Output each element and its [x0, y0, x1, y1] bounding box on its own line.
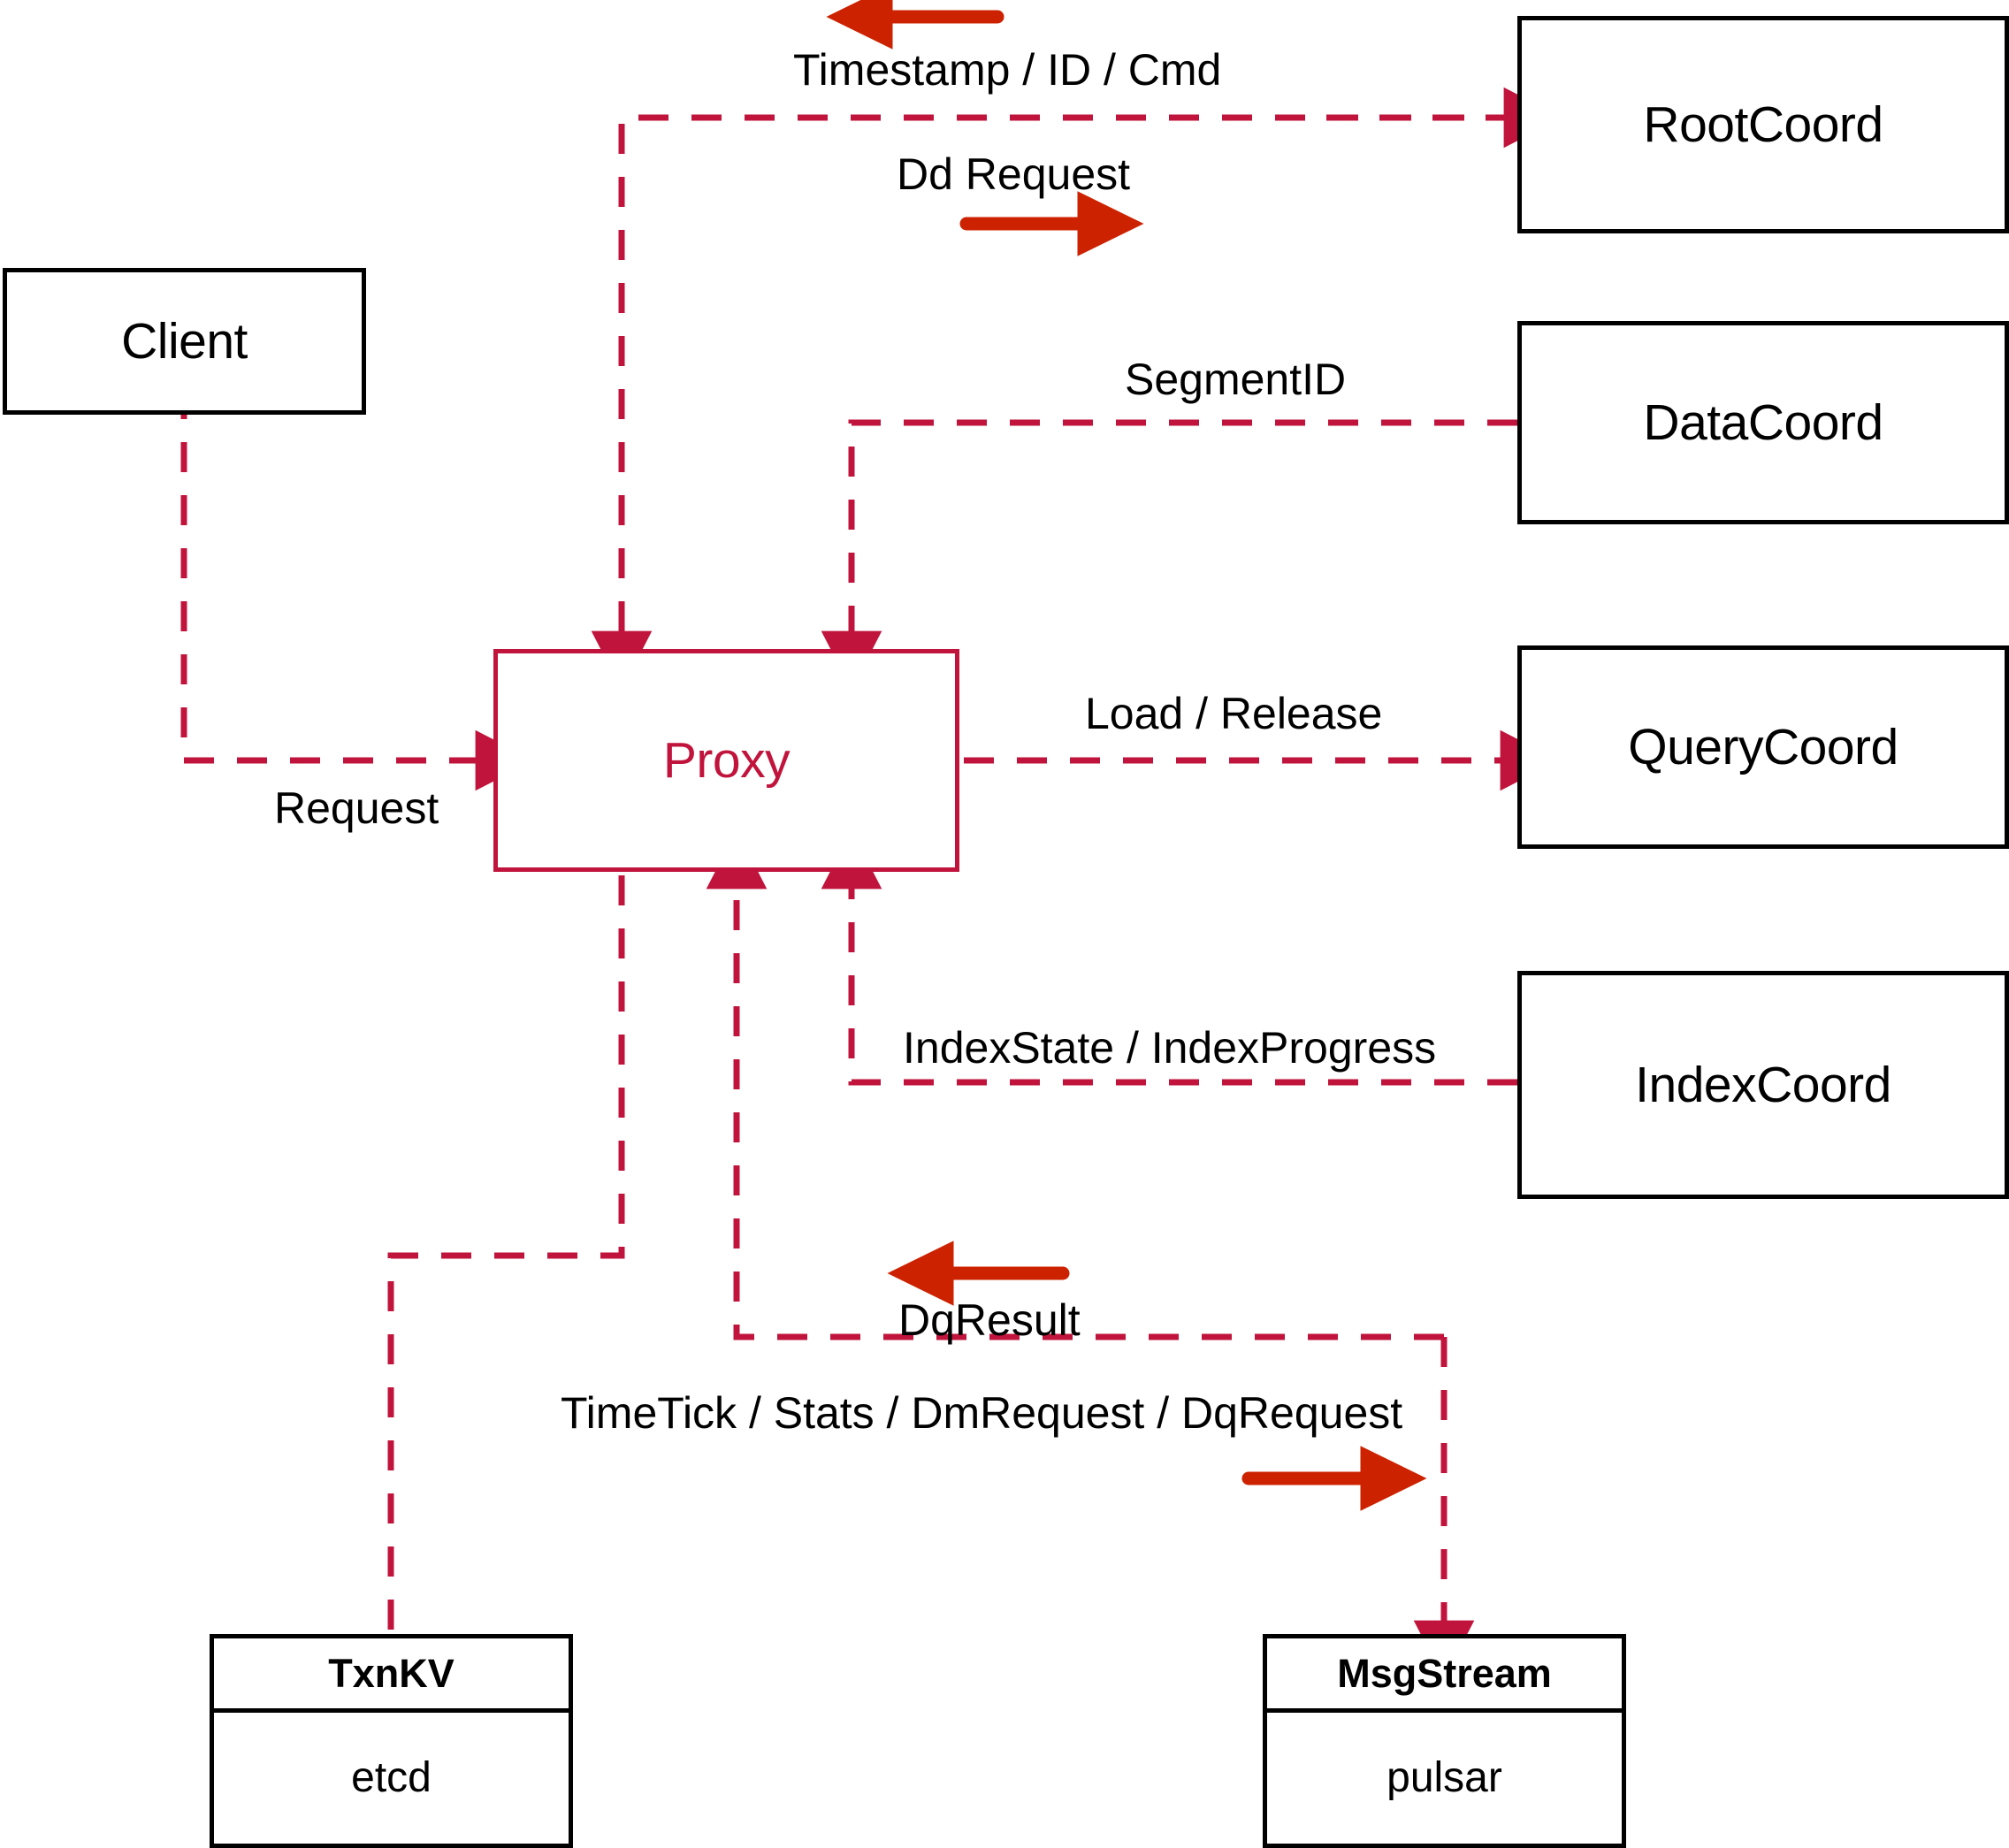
node-proxy-label: Proxy [662, 731, 791, 789]
edge-label-timetick-stats: TimeTick / Stats / DmRequest / DqRequest [561, 1388, 1403, 1438]
node-root-coord-label: RootCoord [1643, 95, 1883, 153]
edge-msgstream-to-proxy [706, 829, 1444, 1340]
node-data-coord-label: DataCoord [1643, 393, 1883, 451]
edge-label-request: Request [274, 783, 439, 833]
store-msgstream-body: pulsar [1267, 1713, 1622, 1844]
store-txnkv-body: etcd [214, 1713, 569, 1844]
store-txnkv[interactable]: TxnKV etcd [210, 1634, 573, 1848]
store-msgstream[interactable]: MsgStream pulsar [1263, 1634, 1626, 1848]
store-msgstream-impl: pulsar [1386, 1754, 1502, 1801]
node-query-coord[interactable]: QueryCoord [1517, 645, 2009, 849]
edge-client-to-proxy [180, 389, 535, 791]
node-index-coord[interactable]: IndexCoord [1517, 971, 2009, 1199]
edge-label-load-release: Load / Release [1085, 689, 1383, 738]
edge-label-dd-request: Dd Request [897, 149, 1131, 199]
node-index-coord-label: IndexCoord [1635, 1056, 1891, 1113]
node-data-coord[interactable]: DataCoord [1517, 321, 2009, 524]
store-msgstream-title: MsgStream [1337, 1651, 1552, 1696]
node-query-coord-label: QueryCoord [1628, 718, 1898, 775]
edge-label-index-state-progress: IndexState / IndexProgress [903, 1023, 1437, 1073]
store-txnkv-title: TxnKV [328, 1651, 455, 1696]
edge-datacoord-to-proxy [821, 419, 1517, 691]
node-client[interactable]: Client [3, 268, 366, 415]
edge-proxy-to-txnkv [387, 875, 625, 1634]
store-txnkv-impl: etcd [351, 1754, 432, 1801]
node-client-label: Client [121, 312, 248, 370]
node-proxy[interactable]: Proxy [493, 649, 959, 872]
edge-label-segment-id: SegmentID [1125, 355, 1347, 404]
store-txnkv-header: TxnKV [214, 1638, 569, 1713]
store-msgstream-header: MsgStream [1267, 1638, 1622, 1713]
edge-label-dq-result: DqResult [898, 1295, 1081, 1345]
node-root-coord[interactable]: RootCoord [1517, 16, 2009, 233]
edge-label-timestamp-id-cmd: Timestamp / ID / Cmd [793, 45, 1222, 95]
